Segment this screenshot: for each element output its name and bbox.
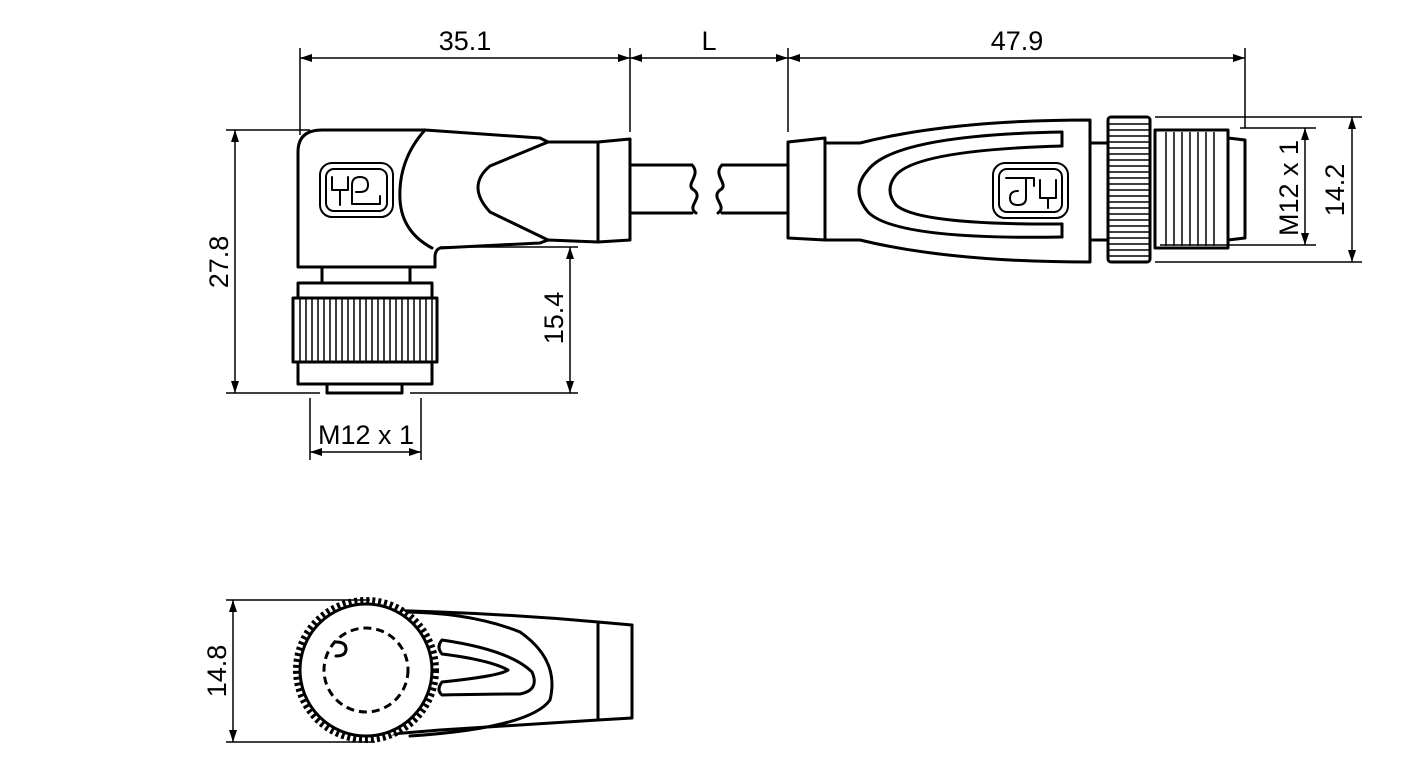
knurl-lines <box>299 298 433 362</box>
top-dimensions: 35.1 L 47.9 <box>299 26 1246 135</box>
bottom-view-dimensions: 14.8 <box>202 599 375 743</box>
straight-male-connector <box>715 115 1247 264</box>
dim-cable-length: L <box>701 26 716 56</box>
dim-left-thread: M12 x 1 <box>318 420 414 450</box>
dim-right-thread: M12 x 1 <box>1274 140 1304 236</box>
dim-right-diameter: 14.2 <box>1320 164 1350 217</box>
pf-logo-icon <box>319 162 394 218</box>
dim-right-length: 47.9 <box>991 26 1044 56</box>
pf-logo-icon <box>992 162 1069 219</box>
dim-left-length: 35.1 <box>439 26 492 56</box>
dim-bottom-view-width: 14.8 <box>202 645 232 698</box>
left-dimensions: 27.8 15.4 M12 x 1 <box>204 129 578 460</box>
right-dimensions: M12 x 1 14.2 <box>1155 116 1362 263</box>
angled-female-connector <box>291 128 699 395</box>
dim-left-height: 27.8 <box>204 236 234 289</box>
angled-connector-bottom-view <box>293 597 634 743</box>
dim-left-coupling-height: 15.4 <box>539 292 569 345</box>
